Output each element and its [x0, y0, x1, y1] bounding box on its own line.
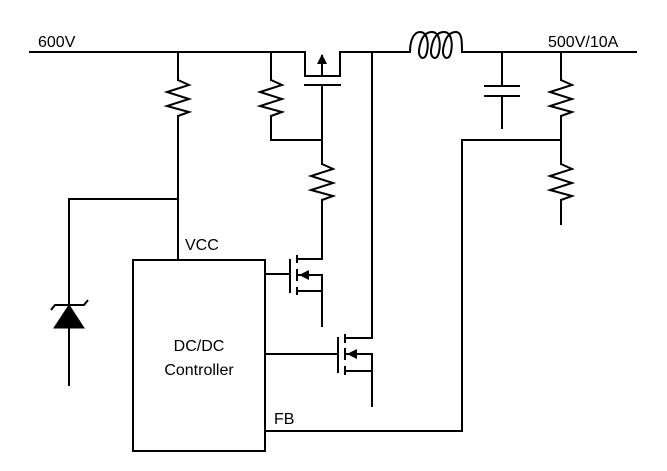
mosfet-q1 [264, 254, 323, 327]
zener-diode [50, 198, 179, 386]
output-rating-label: 500V/10A [548, 34, 619, 51]
mosfet-q2 [264, 334, 373, 407]
dc-dc-controller: DC/DC Controller [132, 259, 266, 452]
controller-label-line2: Controller [164, 362, 234, 379]
divider-resistor-bottom [546, 163, 576, 225]
fb-pin-label: FB [274, 411, 294, 428]
feedback-trace [264, 139, 562, 432]
controller-label-line1: DC/DC [174, 338, 225, 355]
divider-resistor-top [546, 51, 576, 165]
resistor-r3 [307, 139, 337, 256]
output-capacitor [484, 51, 520, 129]
vcc-pin-label: VCC [185, 237, 219, 254]
resistor-r2 [256, 51, 323, 141]
inductor [409, 30, 463, 59]
high-side-switch [304, 51, 341, 141]
input-voltage-label: 600V [38, 34, 76, 51]
resistor-r1 [163, 51, 193, 261]
